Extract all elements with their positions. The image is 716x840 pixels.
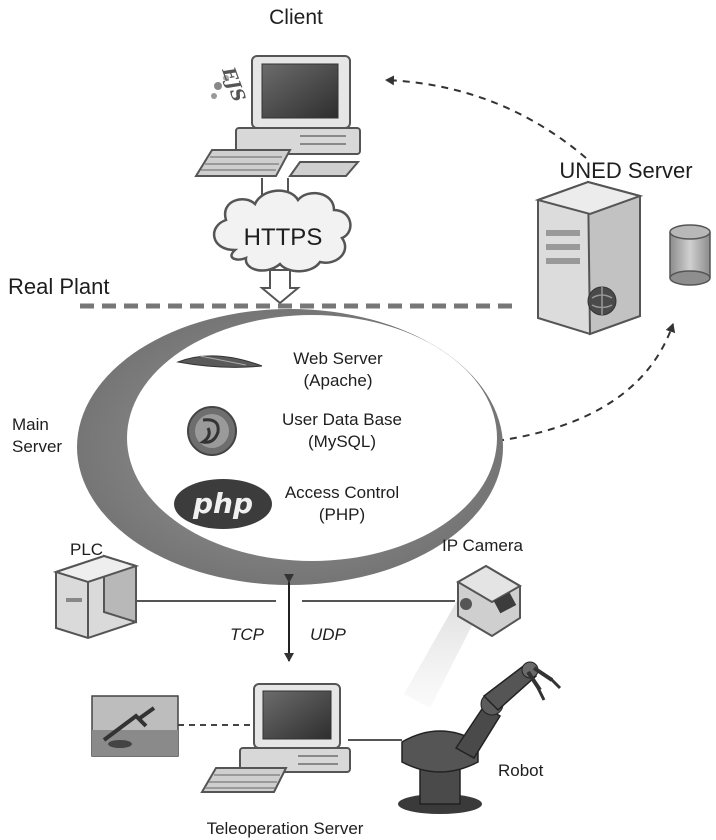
main-server-ring (77, 309, 503, 585)
php-logo-icon: php (174, 479, 272, 529)
plc-label: PLC (70, 540, 103, 559)
php-logo-text: php (192, 487, 253, 520)
access-control-label: Access Control(PHP) (285, 483, 399, 524)
udp-label: UDP (310, 625, 347, 644)
camera-feed-thumbnail (91, 695, 179, 757)
tcp-label: TCP (230, 625, 265, 644)
apache-feather-icon (176, 355, 263, 368)
user-database-label: User Data Base(MySQL) (282, 410, 402, 451)
mainserver-to-uned-dashed-arrow (496, 323, 676, 442)
ip-camera-icon (404, 564, 522, 708)
robot-arm-icon (398, 661, 562, 814)
ejs-logo-text: EJS (217, 64, 249, 105)
uned-server-tower-icon (534, 180, 644, 336)
plc-cabinet-icon (52, 554, 140, 640)
client-label: Client (269, 6, 323, 29)
mysql-dolphin-icon (187, 406, 237, 456)
database-cylinder-icon (669, 224, 711, 286)
https-cloud-icon (212, 189, 352, 273)
ejs-logo-icon: EJS (211, 64, 249, 105)
teleoperation-computer-icon (200, 683, 351, 793)
uned-server-label: UNED Server (559, 158, 692, 183)
uned-to-client-dashed-arrow (385, 75, 587, 159)
client-computer-icon (194, 55, 361, 177)
web-server-label: Web Server(Apache) (293, 349, 383, 390)
https-label: HTTPS (244, 224, 323, 251)
teleoperation-server-label: Teleoperation Server (207, 819, 364, 838)
https-down-arrow (259, 269, 301, 305)
robot-label: Robot (498, 761, 544, 780)
real-plant-label: Real Plant (8, 274, 110, 299)
ip-camera-label: IP Camera (442, 536, 523, 555)
